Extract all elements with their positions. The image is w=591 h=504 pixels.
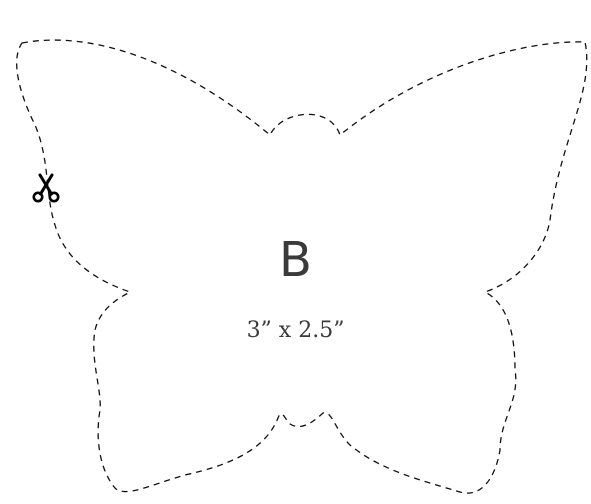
shape-letter-label: B: [279, 232, 312, 288]
scissors-icon: [28, 170, 64, 211]
butterfly-dashed-path: [16, 39, 588, 494]
shape-size-label: 3” x 2.5”: [246, 318, 345, 343]
